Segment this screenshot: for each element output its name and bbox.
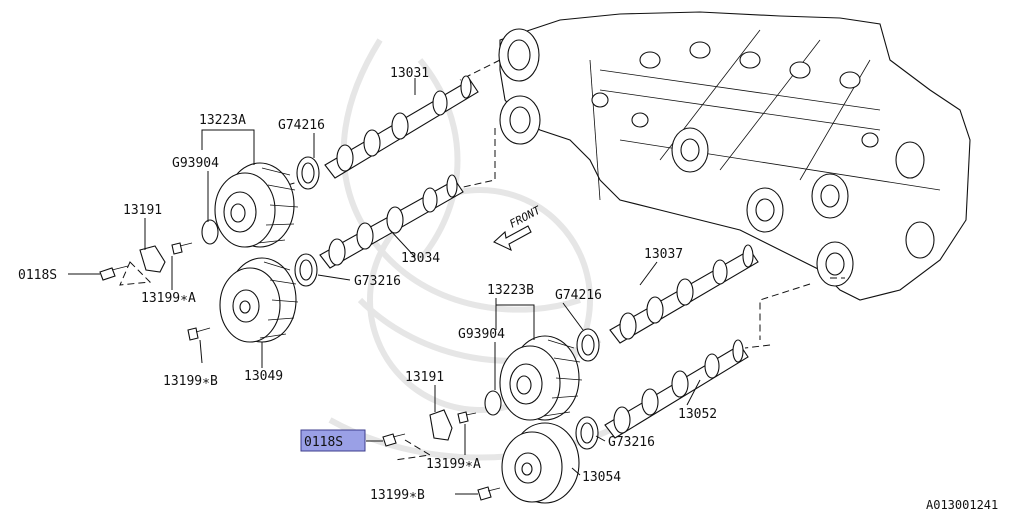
label-g73216-upper[interactable]: G73216 — [354, 274, 401, 289]
camshaft-13034 — [319, 174, 464, 269]
label-13031[interactable]: 13031 — [390, 66, 429, 81]
catalog-code: A013001241 — [926, 498, 998, 512]
plates-13191 — [139, 245, 453, 441]
label-13223b[interactable]: 13223B — [487, 283, 534, 298]
label-g74216-upper[interactable]: G74216 — [278, 118, 325, 133]
label-13054[interactable]: 13054 — [582, 470, 621, 485]
label-13191-upper[interactable]: 13191 — [123, 203, 162, 218]
label-g93904-upper[interactable]: G93904 — [172, 156, 219, 171]
bolts — [99, 242, 501, 501]
label-13199a-upper[interactable]: 13199∗A — [141, 291, 196, 306]
camshaft-13037 — [609, 244, 759, 344]
label-13191-lower[interactable]: 13191 — [405, 370, 444, 385]
sprocket-13054 — [501, 422, 580, 504]
label-13049[interactable]: 13049 — [244, 369, 283, 384]
camshaft-13052 — [604, 339, 749, 439]
camshaft-13031 — [324, 75, 479, 179]
oil-seals — [294, 156, 600, 450]
front-direction-marker: FRONT — [493, 203, 544, 252]
label-g93904-lower[interactable]: G93904 — [458, 327, 505, 342]
label-13052[interactable]: 13052 — [678, 407, 717, 422]
cylinder-head-illustration — [498, 11, 971, 301]
sprocket-13049 — [219, 257, 299, 343]
label-0118s-upper[interactable]: 0118S — [18, 268, 57, 283]
label-13199b-upper[interactable]: 13199∗B — [163, 374, 218, 389]
label-0118s-lower[interactable]: 0118S — [304, 435, 343, 450]
o-rings — [201, 219, 502, 416]
label-13223a[interactable]: 13223A — [199, 113, 246, 128]
sprocket-13223a — [214, 162, 299, 248]
sprocket-13223b — [499, 335, 583, 421]
label-13199a-lower[interactable]: 13199∗A — [426, 457, 481, 472]
label-13034[interactable]: 13034 — [401, 251, 440, 266]
part-labels: 13031 13223A G74216 G93904 13191 0118S 1… — [18, 66, 717, 503]
label-13199b-lower[interactable]: 13199∗B — [370, 488, 425, 503]
highlighted-part-box[interactable] — [300, 429, 366, 452]
label-g73216-lower[interactable]: G73216 — [608, 435, 655, 450]
label-13037[interactable]: 13037 — [644, 247, 683, 262]
front-label: FRONT — [507, 203, 544, 231]
label-g74216-lower[interactable]: G74216 — [555, 288, 602, 303]
leader-lines — [68, 78, 701, 495]
